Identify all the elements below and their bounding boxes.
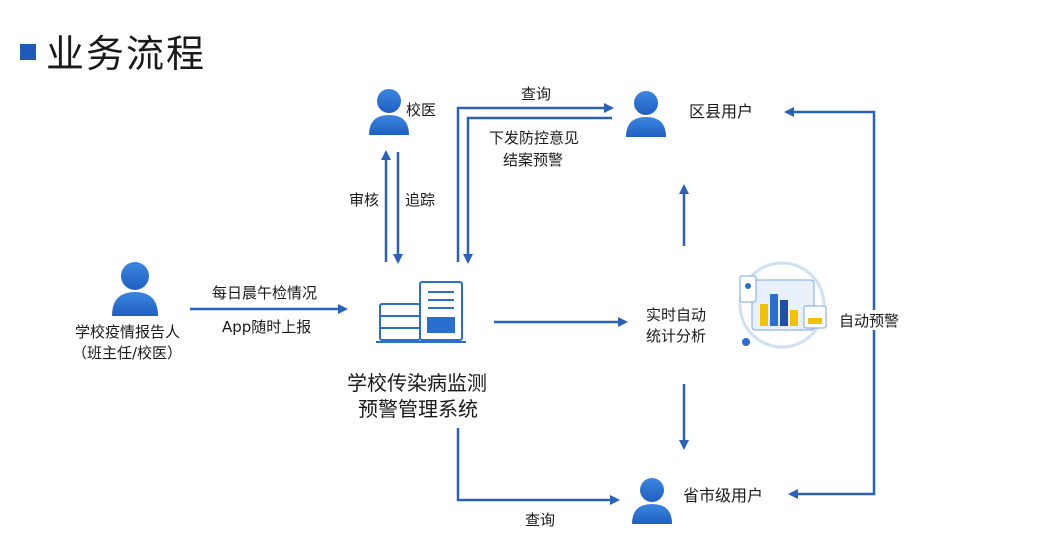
review-label: 审核 — [349, 191, 380, 209]
title-bullet — [20, 44, 36, 60]
arrow-system-query-district — [456, 103, 614, 262]
issue-label-line2: 结案预警 — [503, 151, 564, 169]
system-label-line2: 预警管理系统 — [358, 397, 478, 421]
arrow-auto-alert-province — [788, 330, 876, 499]
arrow-auto-alert-district — [784, 107, 876, 310]
system-label-line1: 学校传染病监测 — [347, 371, 487, 395]
arrow-system-query-province — [456, 428, 620, 505]
analysis-label-line2: 统计分析 — [646, 327, 707, 345]
system-server-icon — [376, 281, 466, 343]
reporter-label-line1: 学校疫情报告人 — [75, 323, 181, 341]
page-title: 业务流程 — [46, 32, 207, 76]
reporter-label-line2: （班主任/校医） — [72, 344, 183, 362]
analysis-label-line1: 实时自动 — [646, 306, 707, 324]
district-user-label: 区县用户 — [689, 102, 754, 121]
province-user-person-icon — [632, 478, 672, 524]
daily-report-label-line1: 每日晨午检情况 — [212, 284, 318, 302]
reporter-person-icon — [112, 262, 158, 316]
school-doctor-person-icon — [369, 89, 409, 135]
arrow-district-issue-system — [463, 116, 612, 264]
issue-label-line1: 下发防控意见 — [489, 129, 580, 147]
daily-report-label-line2: App随时上报 — [222, 318, 312, 336]
query-bottom-label: 查询 — [525, 511, 556, 529]
district-user-person-icon — [626, 91, 666, 137]
province-user-label: 省市级用户 — [683, 486, 764, 505]
school-doctor-label: 校医 — [406, 101, 437, 119]
analytics-dashboard-icon — [738, 261, 827, 349]
auto-alert-label: 自动预警 — [839, 312, 900, 330]
track-label: 追踪 — [405, 191, 436, 209]
query-top-label: 查询 — [521, 85, 552, 103]
